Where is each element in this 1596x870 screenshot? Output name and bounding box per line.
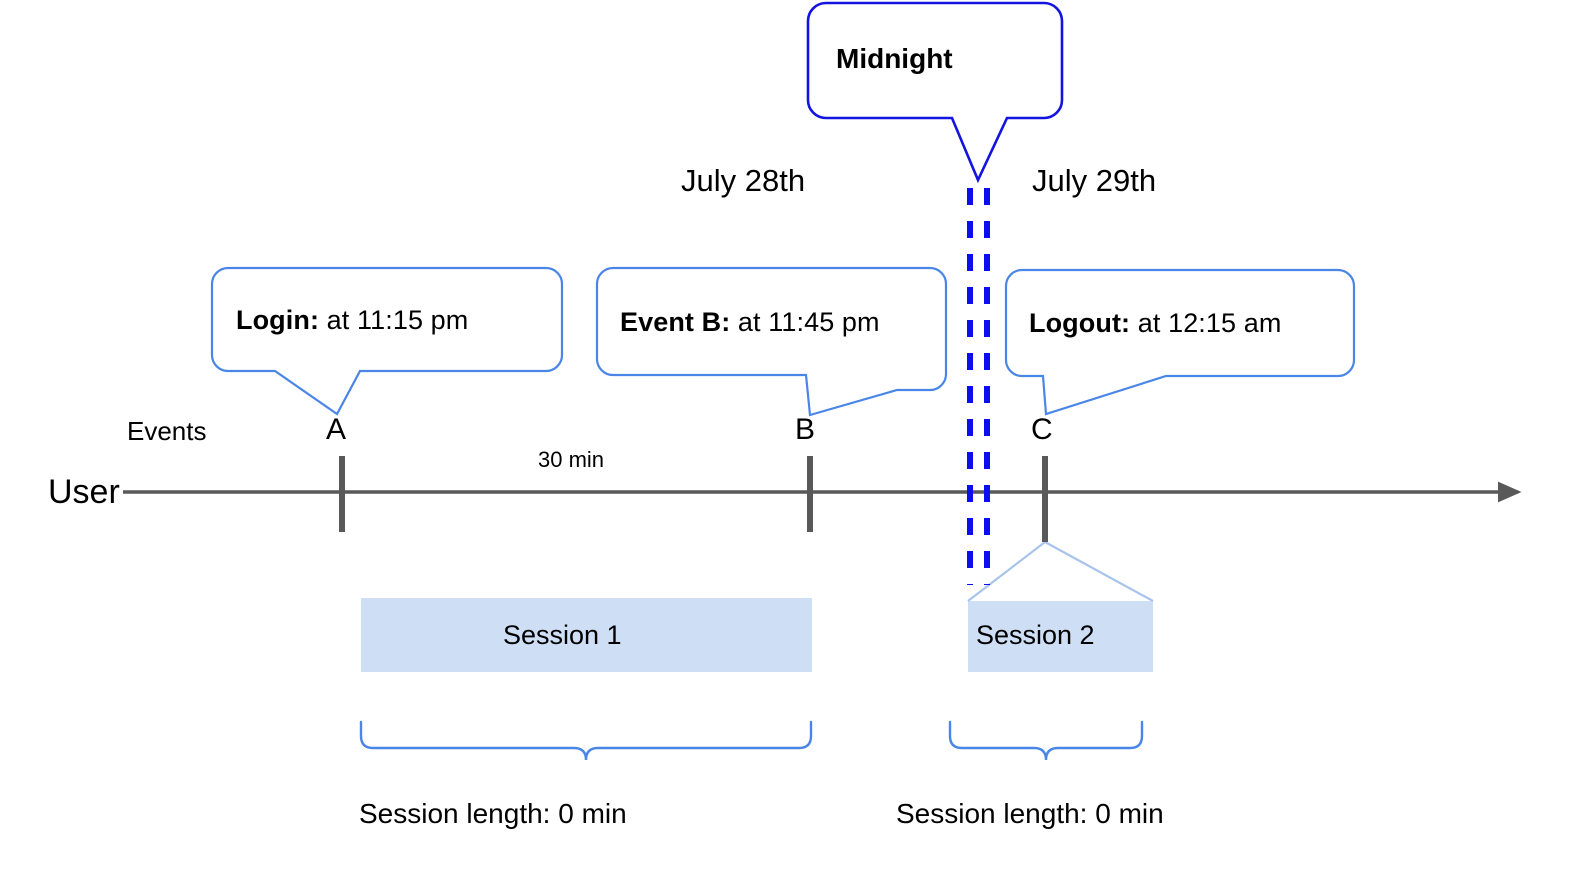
logout-callout-detail: at 12:15 am xyxy=(1130,308,1282,338)
midnight-label: Midnight xyxy=(836,43,953,74)
events-row-label: Events xyxy=(127,416,207,446)
session-1-box xyxy=(361,598,812,672)
session-2-box xyxy=(968,601,1153,672)
login-callout-bubble xyxy=(210,266,564,416)
session-2-label: Session 2 xyxy=(976,620,1095,650)
date-label-july-28: July 28th xyxy=(681,163,806,198)
point-label-b: B xyxy=(795,413,816,446)
login-callout-detail: at 11:15 pm xyxy=(319,305,469,335)
session-2-brace xyxy=(948,720,1144,761)
session-1-length-label: Session length: 0 min xyxy=(359,798,627,829)
login-callout-label: Login: at 11:15 pm xyxy=(236,305,468,336)
duration-label-30-min: 30 min xyxy=(538,447,605,472)
event-b-callout-label: Event B: at 11:45 pm xyxy=(620,307,880,338)
event-b-callout-bubble xyxy=(595,266,948,417)
date-label-july-29: July 29th xyxy=(1032,163,1157,198)
user-row-label: User xyxy=(48,473,120,511)
midnight-callout-bubble xyxy=(806,1,1064,184)
session-1-label: Session 1 xyxy=(503,620,622,650)
point-label-a: A xyxy=(326,413,347,446)
point-label-c: C xyxy=(1031,413,1053,446)
session-1-brace xyxy=(359,720,813,761)
logout-callout-name: Logout: xyxy=(1029,308,1131,338)
session-2-length-label: Session length: 0 min xyxy=(896,798,1164,829)
session-2-connector-right xyxy=(1044,541,1154,602)
event-b-callout-name: Event B: xyxy=(620,307,731,337)
login-callout-name: Login: xyxy=(236,305,320,335)
event-b-callout-detail: at 11:45 pm xyxy=(730,307,880,337)
session-2-connector-left xyxy=(967,541,1046,602)
logout-callout-bubble xyxy=(1004,268,1356,416)
logout-callout-label: Logout: at 12:15 am xyxy=(1029,308,1281,339)
